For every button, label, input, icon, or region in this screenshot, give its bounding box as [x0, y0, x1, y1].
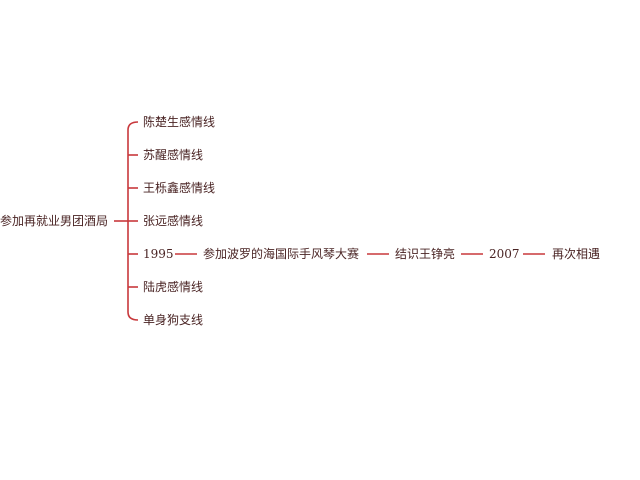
branch-node[interactable]: 陈楚生感情线 [143, 115, 216, 129]
chain-node[interactable]: 2007 [489, 247, 520, 261]
branch-node[interactable]: 张远感情线 [143, 214, 204, 228]
chain-node[interactable]: 结识王铮亮 [395, 247, 456, 261]
branch-node[interactable]: 单身狗支线 [143, 313, 204, 327]
branch-node[interactable]: 王栎鑫感情线 [143, 181, 216, 195]
branch-node[interactable]: 1995 [143, 247, 174, 261]
branch-node[interactable]: 陆虎感情线 [143, 280, 204, 294]
branch-node[interactable]: 苏醒感情线 [143, 148, 204, 162]
root-node[interactable]: 参加再就业男团酒局 [0, 214, 109, 228]
chain-node[interactable]: 参加波罗的海国际手风琴大赛 [203, 247, 360, 261]
chain-node[interactable]: 再次相遇 [552, 247, 601, 261]
